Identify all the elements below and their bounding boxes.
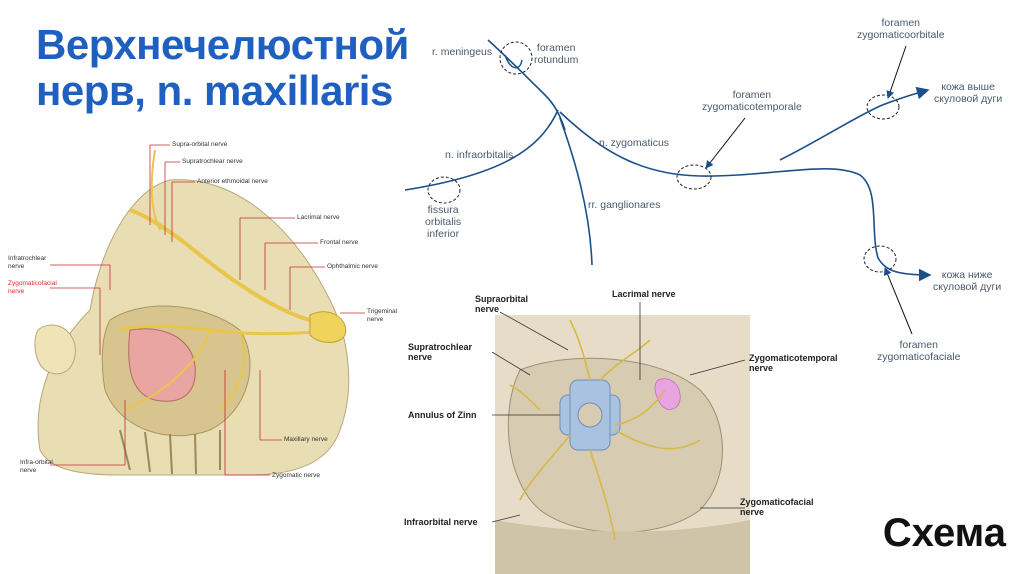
skull-label-trigeminal-1: Trigeminal [367, 308, 398, 315]
ganglionic-branch-line [559, 117, 593, 266]
foramen-zo-ellipse [866, 94, 900, 120]
orbit-label-lacrimal: Lacrimal nerve [612, 289, 676, 299]
nerve-maxillary [119, 324, 336, 336]
skull-illustration [34, 144, 365, 476]
label-r-meningeus: r. meningeus [432, 46, 493, 58]
skull-label-frontal: Frontal nerve [320, 239, 359, 246]
title-line-2: нерв, n. maxillaris [36, 67, 393, 114]
label-foramen-zygomaticofaciale: foramen zygomaticofaciale [877, 339, 960, 363]
schema-caption: Схема [882, 511, 1006, 555]
pointer-zf [883, 267, 913, 335]
orbit-illustration [491, 302, 750, 574]
maxillary-sinus [128, 328, 196, 402]
skull-label-zygomatic: Zygomatic nerve [272, 472, 321, 479]
orbit-label-zygomaticotemporal: Zygomaticotemporal nerve [749, 353, 838, 373]
skull-label-infraorbital-1: Infra-orbital [20, 459, 53, 466]
zygomaticoorbital-branch-line [779, 86, 930, 161]
nerve-zygomatic [219, 329, 245, 411]
label-fissura-2: orbitalis [425, 216, 462, 228]
nerve-trigeminal-ganglion [309, 311, 347, 343]
orbit-label-supratrochlear-2: nerve [408, 352, 433, 362]
label-foramen-rotundum-1: foramen [536, 42, 576, 54]
label-foramen-zo-2: zygomaticoorbitale [857, 29, 945, 41]
label-skin-below-2: скуловой дуги [933, 281, 1002, 293]
skull-label-infratrochlear: Infratrochlear nerve [8, 255, 46, 271]
pointer-zt [705, 117, 746, 169]
skull-label-maxillary: Maxillary nerve [284, 436, 328, 443]
skull-label-zygomaticofacial-1: Zygomaticofacial [8, 280, 57, 287]
skull-label-trigeminal-2: nerve [367, 316, 384, 323]
label-skin-below: кожа ниже скуловой дуги [933, 269, 1001, 293]
label-foramen-zf-2: zygomaticofaciale [877, 351, 961, 363]
label-fissura-orbitalis: fissura orbitalis inferior [425, 204, 461, 240]
skull-label-anterior-ethmoidal: Anterior ethmoidal nerve [197, 178, 268, 185]
meningeal-branch-line [504, 54, 523, 69]
label-foramen-rotundum-2: rotundum [534, 54, 579, 66]
orbit-label-supratrochlear: Supratrochlear nerve [408, 342, 472, 362]
fissura-orbitalis-ellipse [427, 176, 461, 204]
label-n-zygomaticus: n. zygomaticus [599, 137, 670, 149]
lacrimal-gland [654, 378, 681, 410]
skull-label-trigeminal: Trigeminal nerve [367, 308, 397, 324]
skull-label-zygomaticofacial: Zygomaticofacial nerve [8, 280, 57, 296]
label-skin-above-2: скуловой дуги [934, 93, 1003, 105]
label-skin-above-1: кожа выше [941, 81, 995, 93]
orbit-label-zygomaticotemporal-1: Zygomaticotemporal [749, 353, 838, 363]
skull-label-infratrochlear-1: Infratrochlear [8, 255, 47, 262]
label-n-infraorbitalis: n. infraorbitalis [445, 149, 514, 161]
label-foramen-zt-1: foramen [732, 89, 772, 101]
foramen-zf-ellipse [863, 245, 897, 273]
orbit-label-supraorbital: Supraorbital nerve [475, 294, 528, 314]
label-fissura-3: inferior [427, 228, 460, 240]
zygomatic-branch-line [559, 111, 932, 282]
orbit-label-annulus: Annulus of Zinn [408, 410, 477, 420]
skull-label-infratrochlear-2: nerve [8, 263, 25, 270]
label-foramen-zygomaticotemporale: foramen zygomaticotemporale [702, 89, 802, 113]
orbit-bone-lower [495, 520, 750, 574]
skull-label-supraorbital: Supra-orbital nerve [172, 141, 228, 148]
infraorbital-branch-line [404, 109, 559, 191]
orbit-label-supraorbital-1: Supraorbital [475, 294, 529, 304]
nerve-ophthalmic [129, 208, 341, 327]
skull-label-zygomaticofacial-2: nerve [8, 288, 25, 295]
orbit-label-zygomaticofacial: Zygomaticofacial nerve [740, 497, 814, 517]
label-foramen-zo-1: foramen [881, 17, 921, 29]
skull-label-ophthalmic: Ophthalmic nerve [327, 263, 378, 270]
orbit-label-supratrochlear-1: Supratrochlear [408, 342, 473, 352]
foramen-rotundum-ellipse [499, 41, 533, 75]
orbit-label-zygomaticofacial-1: Zygomaticofacial [740, 497, 814, 507]
orbit-label-supraorbital-2: nerve [475, 304, 500, 314]
page-title: Верхнечелюстной нерв, n. maxillaris [36, 22, 409, 114]
label-skin-above: кожа выше скуловой дуги [934, 81, 1002, 105]
nerve-infraorbital [124, 329, 211, 411]
skull-label-lacrimal: Lacrimal nerve [297, 214, 340, 221]
skull-label-infraorbital: Infra-orbital nerve [20, 459, 53, 475]
label-rr-ganglionares: rr. ganglionares [588, 199, 661, 211]
label-skin-below-1: кожа ниже [941, 269, 993, 281]
pointer-zo [886, 45, 907, 99]
nerve-supraorbital [150, 149, 161, 231]
skull-label-infraorbital-2: nerve [20, 467, 37, 474]
annulus-of-zinn-shape [559, 379, 621, 451]
orbit-label-zygomaticotemporal-2: nerve [749, 363, 774, 373]
orbit-label-infraorbital: Infraorbital nerve [404, 517, 478, 527]
title-line-1: Верхнечелюстной [36, 21, 409, 68]
label-foramen-rotundum: foramen rotundum [534, 42, 578, 66]
foramen-zt-ellipse [676, 164, 712, 190]
label-fissura-1: fissura [427, 204, 459, 216]
label-foramen-zf-1: foramen [899, 339, 938, 351]
label-foramen-zygomaticoorbitale: foramen zygomaticoorbitale [857, 17, 945, 41]
orbit-label-zygomaticofacial-2: nerve [740, 507, 765, 517]
nose-tip [34, 324, 76, 375]
skull-label-supratrochlear: Supratrochlear nerve [182, 158, 243, 165]
label-foramen-zt-2: zygomaticotemporale [702, 101, 802, 113]
